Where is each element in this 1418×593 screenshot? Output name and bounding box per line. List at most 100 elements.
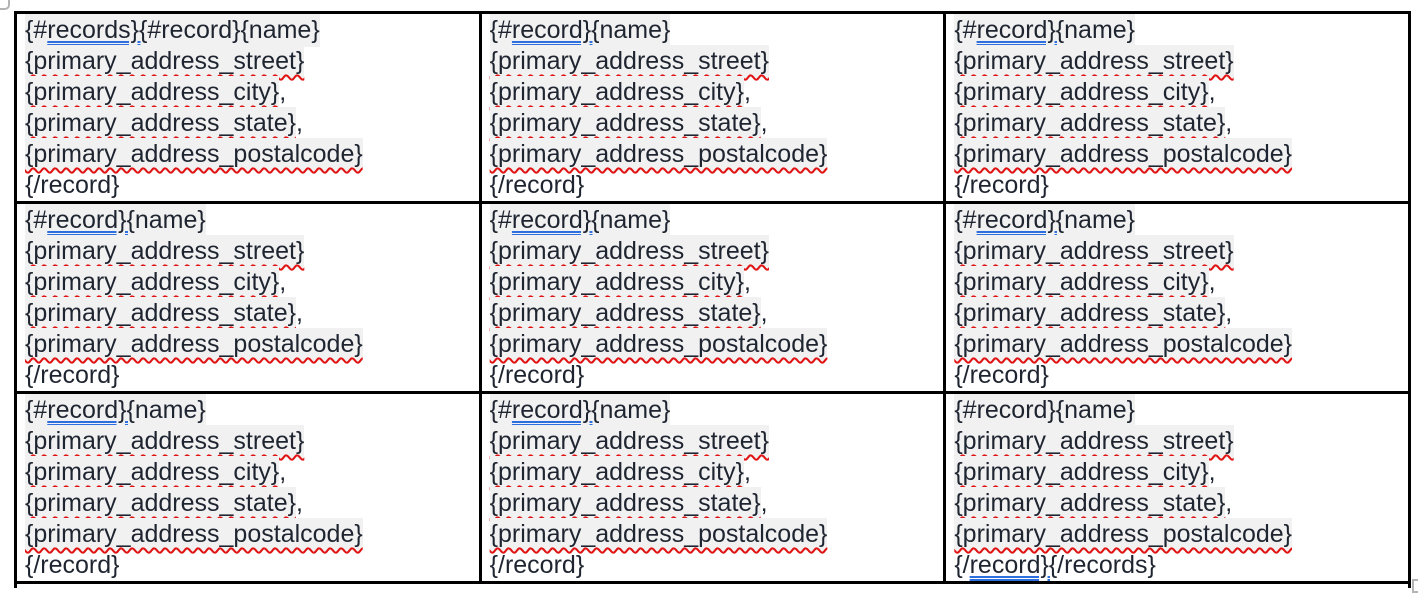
table-cell-r1-c3[interactable]: {#record}{name}{primary_address_street}{… [943,11,1411,204]
merge-field-tag: {primary_address_city} [25,456,280,489]
grammar-flagged-tag: record}{ [511,204,600,237]
merge-field-tag: {primary_address_city} [489,266,744,299]
merge-field-tag: {primary_address_street} [954,425,1234,458]
table-cell-r2-c2[interactable]: {#record}{name}{primary_address_street}{… [478,201,947,394]
merge-field-tag: {primary_address_street} [25,425,305,458]
template-line: {primary_address_state}, [25,107,473,140]
template-text: {/record} [25,361,120,389]
template-line: {primary_address_postalcode} [25,328,473,361]
merge-field-tag: {primary_address_state} [954,107,1226,140]
table-resize-handle-icon[interactable] [1412,579,1418,593]
next-table-row-partial[interactable] [14,575,1411,588]
template-line: {primary_address_city}, [489,456,938,489]
grammar-flagged-tag: record}{ [47,394,135,427]
template-line: {primary_address_street} [489,45,938,78]
template-line: {primary_address_postalcode} [25,518,473,551]
merge-field-tag: {primary_address_state} [25,297,296,330]
template-tag: name} [599,14,671,47]
template-line: {/record} [490,170,938,201]
grammar-flagged-tag: record}{ [511,394,600,427]
template-text: , [760,489,768,517]
template-line: {primary_address_postalcode} [489,138,938,171]
template-line: {/record} [25,170,473,201]
table-cell-r3-c1[interactable]: {#record}{name}{primary_address_street}{… [14,391,482,584]
merge-field-tag: {primary_address_city} [954,266,1209,299]
template-tag: name} [599,394,671,427]
template-line: {primary_address_street} [25,45,473,78]
template-line: {/record}{/records} [954,550,1402,581]
merge-field-tag: {primary_address_state} [25,107,296,140]
merge-field-tag: {primary_address_postalcode} [489,138,828,171]
template-text: , [279,458,287,486]
template-line: {primary_address_street} [954,45,1402,78]
template-line: {primary_address_postalcode} [489,518,938,551]
template-line: {primary_address_city}, [25,76,473,109]
template-line: {primary_address_city}, [954,76,1402,109]
template-line: {primary_address_city}, [25,266,473,299]
table-cell-r1-c1[interactable]: {#records}{#record}{name}{primary_addres… [14,11,482,204]
template-line: {primary_address_street} [489,425,938,458]
template-line: {primary_address_postalcode} [25,138,473,171]
template-line: {primary_address_street} [25,425,473,458]
grammar-flagged-tag: record}{ [47,204,135,237]
table-cell-r2-c1[interactable]: {#record}{name}{primary_address_street}{… [14,201,482,394]
merge-field-tag: {primary_address_postalcode} [489,328,828,361]
merge-field-tag: {primary_address_postalcode} [954,328,1293,361]
template-text: , [743,78,751,106]
template-tag: name} [134,394,206,427]
template-tag: #record}{name} [147,14,320,47]
merge-field-tag: {primary_address_postalcode} [25,518,363,551]
table-move-handle-icon[interactable] [0,0,10,10]
template-line: {primary_address_city}, [489,266,938,299]
template-text: , [1208,458,1216,486]
template-text: {/record} [489,551,585,579]
template-text: , [279,78,287,106]
template-line: {/record} [490,550,938,581]
template-line: {/record} [954,170,1402,201]
merge-field-tag: {primary_address_street} [489,45,769,78]
template-line: {primary_address_postalcode} [489,328,938,361]
template-line: {/record} [954,360,1402,391]
template-table-body: {#records}{#record}{name}{primary_addres… [14,11,1411,584]
template-text: , [295,299,303,327]
template-line: {primary_address_street} [25,235,473,268]
merge-field-tag: {primary_address_street} [489,235,769,268]
template-tag: {# [489,204,512,237]
merge-field-tag: {primary_address_city} [954,76,1209,109]
template-line: {#record}{name} [25,204,473,237]
merge-field-tag: {primary_address_state} [489,487,761,520]
grammar-flagged-tag: record}{ [511,14,600,47]
merge-field-tag: {primary_address_state} [954,297,1226,330]
merge-field-tag: {primary_address_postalcode} [25,328,363,361]
template-text: , [1225,109,1233,137]
template-line: {primary_address_city}, [489,76,938,109]
table-cell-r3-c2[interactable]: {#record}{name}{primary_address_street}{… [478,391,947,584]
table-cell-r1-c2[interactable]: {#record}{name}{primary_address_street}{… [478,11,947,204]
template-text: , [279,268,287,296]
template-line: {#record}{name} [489,204,938,237]
merge-field-tag: {primary_address_postalcode} [489,518,828,551]
merge-field-tag: {primary_address_city} [954,456,1209,489]
template-tag: {#record}{name} [954,394,1136,427]
table-row: {#records}{#record}{name}{primary_addres… [14,11,1411,204]
template-line: {primary_address_state}, [489,487,938,520]
template-line: {#record}{name} [489,394,938,427]
template-tag: {# [954,204,977,237]
merge-field-tag: {primary_address_state} [25,487,296,520]
template-tag: {# [25,14,48,47]
template-line: {primary_address_state}, [489,297,938,330]
template-line: {/record} [25,360,473,391]
template-tag: {# [489,394,512,427]
template-text: , [760,109,768,137]
grammar-flagged-tag: record}{ [976,14,1065,47]
table-cell-r3-c3[interactable]: {#record}{name}{primary_address_street}{… [943,391,1411,584]
template-text: , [1225,489,1233,517]
table-row: {#record}{name}{primary_address_street}{… [14,201,1411,394]
template-line: {primary_address_street} [489,235,938,268]
table-cell-r2-c3[interactable]: {#record}{name}{primary_address_street}{… [943,201,1411,394]
template-text: {/record} [25,551,120,579]
template-line: {#record}{name} [25,394,473,427]
template-text: , [1208,78,1216,106]
template-line: {primary_address_state}, [954,297,1402,330]
merge-field-tag: {primary_address_city} [25,266,280,299]
